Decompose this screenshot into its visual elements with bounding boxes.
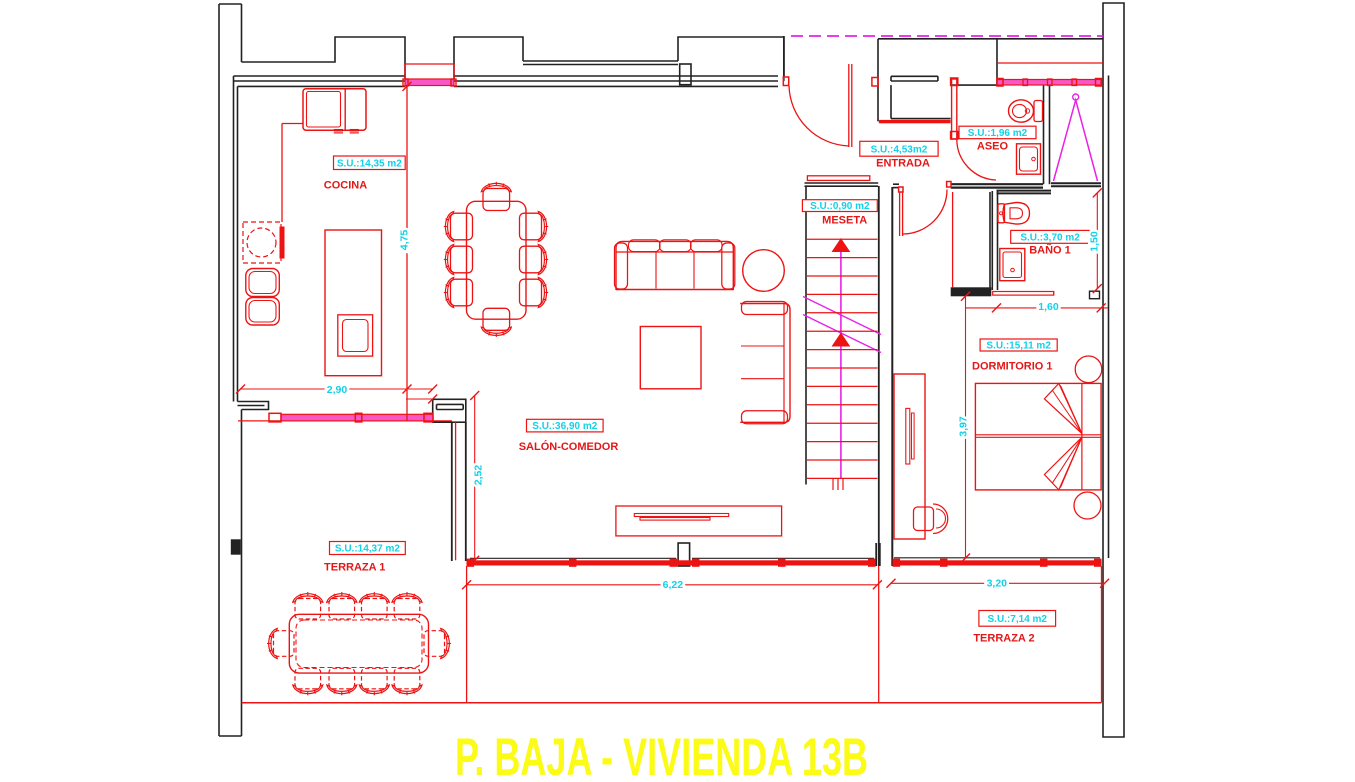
svg-text:ENTRADA: ENTRADA — [876, 158, 930, 170]
svg-text:S.U.:14,37 m2: S.U.:14,37 m2 — [335, 544, 400, 555]
svg-text:1,60: 1,60 — [1038, 301, 1059, 313]
svg-text:2,90: 2,90 — [327, 384, 348, 396]
svg-text:TERRAZA 1: TERRAZA 1 — [324, 562, 385, 574]
svg-text:S.U.:3,70 m2: S.U.:3,70 m2 — [1020, 232, 1080, 243]
svg-text:SALÓN-COMEDOR: SALÓN-COMEDOR — [519, 440, 619, 453]
svg-text:2,52: 2,52 — [472, 465, 484, 486]
svg-text:MESETA: MESETA — [822, 215, 867, 227]
svg-text:S.U.:1,96 m2: S.U.:1,96 m2 — [968, 128, 1028, 139]
svg-text:6,22: 6,22 — [663, 579, 684, 591]
svg-text:P. BAJA - VIVIENDA 13B: P. BAJA - VIVIENDA 13B — [455, 728, 868, 782]
svg-text:3,20: 3,20 — [987, 578, 1008, 590]
svg-text:4,75: 4,75 — [399, 230, 411, 251]
svg-text:4,75: 4,75 — [399, 230, 411, 251]
svg-text:DORMITORIO 1: DORMITORIO 1 — [972, 361, 1052, 373]
svg-text:3,97: 3,97 — [957, 416, 969, 437]
svg-text:S.U.:7,14 m2: S.U.:7,14 m2 — [988, 614, 1048, 625]
svg-text:S.U.:14,35 m2: S.U.:14,35 m2 — [337, 158, 402, 169]
svg-text:ASEO: ASEO — [977, 141, 1009, 153]
svg-text:6,22: 6,22 — [663, 579, 684, 591]
svg-text:1,50: 1,50 — [1088, 231, 1100, 252]
svg-text:3,20: 3,20 — [987, 578, 1008, 590]
svg-text:3,97: 3,97 — [957, 416, 969, 437]
svg-text:S.U.:36,90 m2: S.U.:36,90 m2 — [532, 421, 597, 432]
svg-text:COCINA: COCINA — [324, 180, 367, 192]
svg-text:S.U.:0,90 m2: S.U.:0,90 m2 — [810, 201, 870, 212]
svg-text:1,50: 1,50 — [1088, 231, 1100, 252]
svg-text:TERRAZA 2: TERRAZA 2 — [973, 633, 1034, 645]
svg-text:BAÑO 1: BAÑO 1 — [1029, 244, 1071, 257]
svg-text:S.U.:4,53m2: S.U.:4,53m2 — [871, 144, 928, 155]
svg-text:2,52: 2,52 — [472, 465, 484, 486]
svg-text:1,60: 1,60 — [1038, 301, 1059, 313]
svg-text:2,90: 2,90 — [327, 384, 348, 396]
svg-text:S.U.:15,11 m2: S.U.:15,11 m2 — [986, 341, 1051, 352]
